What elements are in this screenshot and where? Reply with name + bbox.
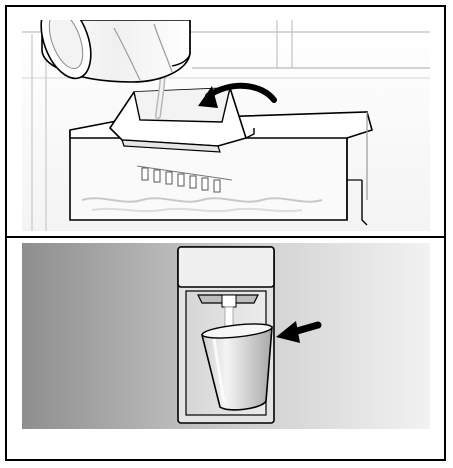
panel-divider bbox=[5, 236, 446, 238]
pour-water-into-ice-tray-icon bbox=[22, 20, 430, 231]
glass-under-water-dispenser-icon bbox=[22, 243, 430, 429]
step-pour-water-panel bbox=[22, 20, 430, 231]
step-dispense-water-panel bbox=[22, 243, 430, 429]
